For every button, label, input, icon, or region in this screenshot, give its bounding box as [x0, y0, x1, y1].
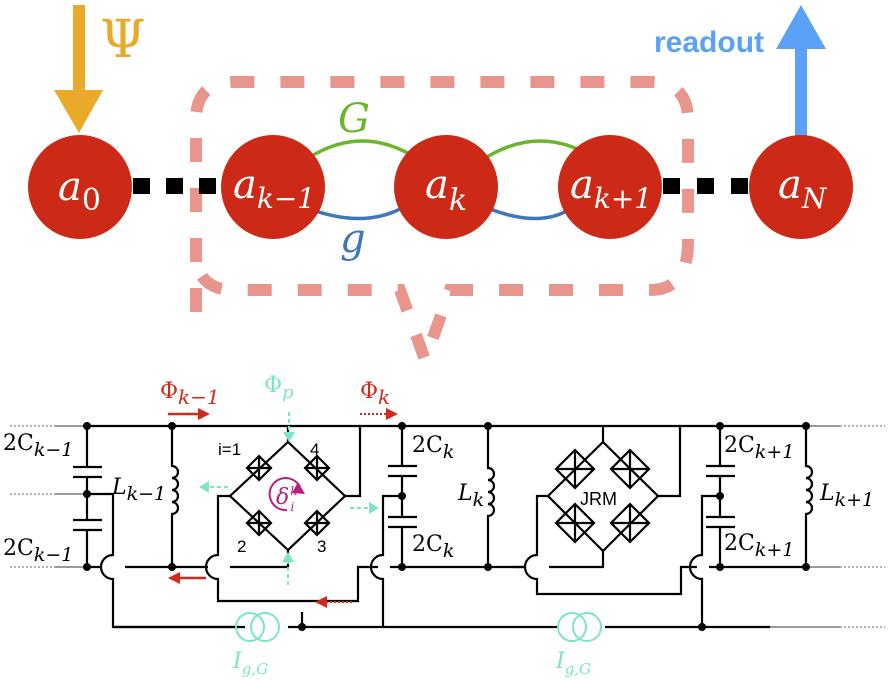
- chain-ellipsis-left: [133, 178, 216, 194]
- ind-label-next: Lk+1: [819, 481, 874, 511]
- cap-label-curr-bot: 2Ck: [412, 532, 454, 562]
- flux-label-prev: Φk−1: [160, 379, 220, 409]
- flux-arrows: [168, 408, 398, 608]
- josephson-junction-icon: [245, 509, 273, 537]
- cap-label-prev-top: 2Ck−1: [3, 431, 73, 461]
- svg-text:ak: ak: [425, 162, 467, 218]
- current-source-label: Ig,G: [232, 649, 268, 678]
- josephson-junction-icon: [554, 502, 596, 544]
- junction-label-4: 4: [310, 440, 319, 459]
- josephson-junction-icon: [609, 448, 651, 490]
- jrm-label: JRM: [580, 489, 617, 509]
- cap-label-prev-bot: 2Ck−1: [3, 536, 73, 566]
- highlight-box: [190, 76, 694, 378]
- svg-text:aN: aN: [778, 162, 828, 215]
- pump-arrowheads: [199, 432, 379, 562]
- coupling-G-label: G: [338, 96, 370, 142]
- josephson-junction-icon: [303, 454, 331, 482]
- current-source-icon: [235, 612, 280, 642]
- mode-node: a0: [28, 135, 132, 239]
- input-arrow-icon: [54, 5, 103, 133]
- cap-label-curr-top: 2Ck: [412, 433, 454, 463]
- cap-label-next-bot: 2Ck+1: [724, 531, 794, 561]
- current-source-label: Ig,G: [555, 649, 591, 678]
- mode-node: ak: [394, 135, 498, 239]
- junction-label-1: i=1: [218, 440, 241, 459]
- loop-phase-icon: [268, 477, 305, 512]
- mode-node: ak+1: [558, 135, 662, 239]
- josephson-junction-icon: [245, 454, 273, 482]
- chain-ellipsis-right: [663, 178, 748, 194]
- svg-text:ak−1: ak−1: [233, 162, 315, 215]
- coupling-g-label: g: [340, 216, 366, 262]
- cap-label-next-top: 2Ck+1: [724, 433, 794, 463]
- readout-arrow-icon: [776, 5, 826, 138]
- mode-chain: Ψ readout G g: [28, 5, 853, 378]
- flux-label-curr: Φk: [360, 379, 390, 409]
- input-label: Ψ: [100, 10, 146, 70]
- svg-text:a0: a0: [58, 164, 101, 218]
- wire-junction-dots: [83, 422, 810, 631]
- mode-node: ak−1: [221, 135, 325, 239]
- current-source-icon: [557, 612, 602, 642]
- ind-label-curr: Lk: [457, 481, 484, 511]
- svg-text:ak+1: ak+1: [570, 162, 652, 215]
- josephson-junction-icon: [609, 502, 651, 544]
- josephson-junction-icon: [303, 509, 331, 537]
- mode-node: aN: [749, 135, 853, 239]
- josephson-junction-icon: [554, 448, 596, 490]
- readout-label: readout: [654, 26, 764, 59]
- ind-label-prev: Lk−1: [111, 475, 166, 505]
- flux-label-pump: Φp: [264, 373, 294, 403]
- junction-label-3: 3: [317, 537, 326, 556]
- coupling-g: [309, 207, 571, 221]
- junction-label-2: 2: [237, 537, 246, 556]
- pump-arrows: [208, 412, 370, 585]
